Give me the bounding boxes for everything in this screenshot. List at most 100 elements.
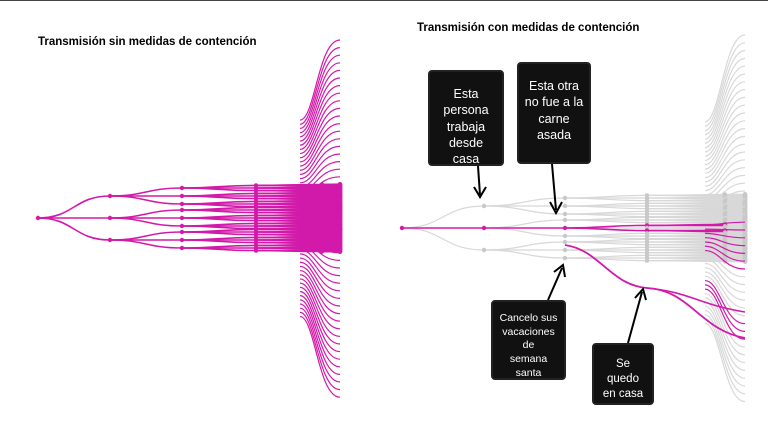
tree-right-branch xyxy=(483,197,566,207)
tree-left-branch xyxy=(299,307,341,383)
tree-right-branch xyxy=(564,235,648,240)
tree-right-branch xyxy=(704,322,746,403)
tree-right-branch xyxy=(704,314,746,387)
tree-right-branch xyxy=(704,213,746,222)
tree-left-person-node xyxy=(179,207,185,213)
tree-right-person-node xyxy=(562,211,568,217)
tree-left-branch xyxy=(299,295,341,360)
tree-left-person-node xyxy=(179,201,185,207)
tree-right-branch xyxy=(704,232,746,239)
tree-right-branch xyxy=(704,262,746,293)
tree-right-branch xyxy=(483,249,566,259)
tree-right-branch xyxy=(564,219,648,224)
tree-left-branch xyxy=(255,236,323,240)
tree-right-branch xyxy=(704,128,746,174)
tree-right-person-node xyxy=(481,247,487,253)
tree-right-branch xyxy=(483,205,566,215)
arrow-skipped-barbecue xyxy=(549,163,563,216)
tree-left-branch xyxy=(299,261,341,299)
tree-right-branch xyxy=(646,241,726,244)
tree-left-branch xyxy=(299,228,341,239)
tree-left-branch xyxy=(299,47,341,125)
tree-right-branch xyxy=(704,151,746,187)
tree-left-branch xyxy=(255,211,323,215)
tree-left-branch xyxy=(299,282,341,337)
tree-right-person-node xyxy=(644,258,650,263)
tree-right-branch xyxy=(704,288,746,340)
tree-right-person-node xyxy=(562,195,568,201)
tree-right-branch xyxy=(646,260,726,263)
tree-right-branch xyxy=(401,205,485,229)
tree-left-person-node xyxy=(179,229,185,235)
tree-left-branch xyxy=(255,231,323,234)
tree-right-branch xyxy=(564,197,648,202)
tree-left-branch xyxy=(109,187,183,197)
tree-left-branch xyxy=(299,311,341,391)
tree-left-person-node xyxy=(179,223,185,229)
tree-left-branch xyxy=(299,191,341,205)
tree-left-branch xyxy=(299,115,341,163)
tree-left-branch xyxy=(299,168,341,192)
tree-right-branch xyxy=(704,190,746,209)
tree-left-person-node xyxy=(179,215,185,221)
tree-right-branch xyxy=(401,227,485,251)
tree-left-branch xyxy=(255,247,323,250)
tree-right-branch xyxy=(704,104,746,162)
tree-left-branch xyxy=(181,225,257,230)
tree-left-branch xyxy=(255,217,323,220)
tree-left-branch xyxy=(299,206,341,213)
tree-right-branch xyxy=(704,241,746,254)
tree-right-branch xyxy=(483,241,566,251)
tree-right-branch xyxy=(704,81,746,149)
tree-left-branch xyxy=(299,199,341,209)
tree-right-branch xyxy=(704,258,746,286)
tree-left-branch xyxy=(299,100,341,155)
tree-left-person-node xyxy=(107,237,113,243)
tree-right-branch xyxy=(704,267,746,301)
tree-left-branch xyxy=(299,123,341,167)
tree-right-branch xyxy=(646,216,726,219)
tree-left-branch xyxy=(299,240,341,261)
tree-right-branch xyxy=(704,135,746,179)
tree-right-branch xyxy=(704,292,746,348)
tree-left-branch xyxy=(255,200,323,204)
tree-left-person-node xyxy=(253,248,259,253)
tree-right-branch xyxy=(646,200,726,203)
tree-right-branch xyxy=(704,245,746,262)
tree-right-branch xyxy=(704,310,746,379)
tree-right-branch xyxy=(704,254,746,278)
tree-right-branch xyxy=(704,159,746,192)
tree-left-branch xyxy=(255,189,323,193)
tree-left-branch xyxy=(299,249,341,277)
tree-left-branch xyxy=(299,299,341,368)
tree-right-branch xyxy=(704,120,746,170)
tree-left-person-node xyxy=(35,215,41,221)
tree-left-branch xyxy=(255,197,323,201)
tree-right-branch xyxy=(704,112,746,166)
tree-right-branch xyxy=(704,34,746,123)
tree-right-branch xyxy=(704,96,746,157)
tree-left-branch xyxy=(299,138,341,176)
tree-left-branch xyxy=(299,244,341,269)
tree-right-branch xyxy=(564,249,648,254)
tree-left-branch xyxy=(109,195,183,205)
tree-left-branch xyxy=(299,85,341,146)
tree-right-person-node xyxy=(399,225,405,231)
tree-left-branch xyxy=(255,249,323,253)
tree-left-branch xyxy=(299,232,341,246)
tree-left-person-node xyxy=(107,193,113,199)
tree-left-branch xyxy=(299,224,341,231)
tree-left-branch xyxy=(299,77,341,142)
tree-left-branch xyxy=(299,236,341,254)
tree-left-branch xyxy=(299,265,341,307)
tree-left-branch xyxy=(255,192,323,196)
tree-right-person-node xyxy=(562,247,568,253)
tree-left-branch xyxy=(299,274,341,322)
tree-right-branch xyxy=(564,227,648,232)
tree-right-branch xyxy=(704,143,746,183)
tree-right-branch xyxy=(704,206,746,217)
tree-left-person-node xyxy=(179,245,185,251)
tree-right-branch xyxy=(483,227,566,237)
tree-left-branch xyxy=(299,253,341,284)
top-border-line xyxy=(0,0,768,1)
